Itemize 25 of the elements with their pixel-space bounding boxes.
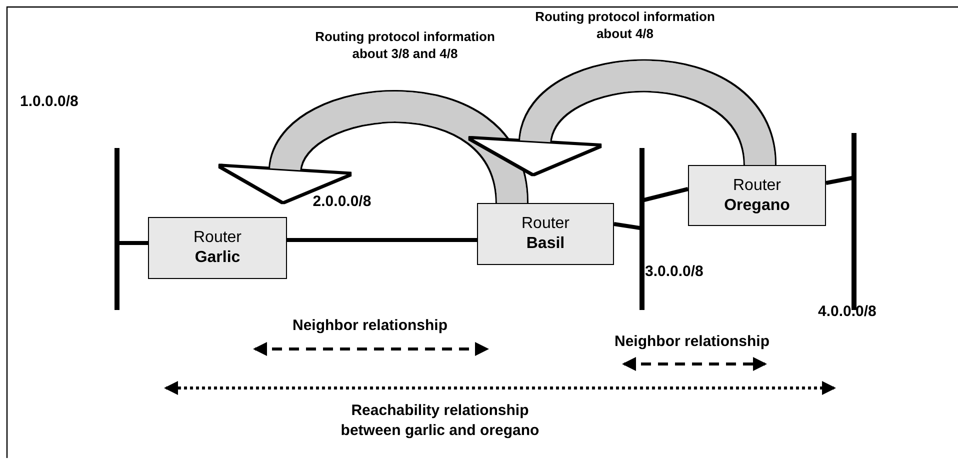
network-segment bbox=[114, 148, 120, 310]
router-label: Router bbox=[193, 228, 242, 248]
router-box bbox=[688, 165, 826, 226]
router-box bbox=[477, 203, 614, 265]
relationship-label: Reachability relationship between garlic and oregano bbox=[340, 401, 540, 441]
network-link bbox=[826, 176, 852, 185]
router-box bbox=[148, 217, 287, 279]
relationship-label: Neighbor relationship bbox=[613, 332, 770, 352]
router-name: Basil bbox=[526, 234, 565, 254]
network-link bbox=[644, 187, 688, 202]
curved-block-arrow bbox=[222, 92, 527, 206]
network-link bbox=[614, 222, 640, 230]
network-link bbox=[287, 238, 477, 242]
router-name: Garlic bbox=[194, 248, 240, 268]
router-name: Oregano bbox=[724, 196, 790, 216]
network-address: 4.0.0.0/8 bbox=[818, 302, 876, 322]
relationship-label: Neighbor relationship bbox=[291, 316, 448, 336]
curved-block-arrow bbox=[472, 60, 775, 174]
router-label: Router bbox=[732, 176, 782, 196]
network-link bbox=[119, 241, 148, 245]
network-address: 2.0.0.0/8 bbox=[312, 192, 372, 212]
network-segment bbox=[640, 148, 644, 310]
network-address: 3.0.0.0/8 bbox=[645, 262, 704, 282]
network-address: 1.0.0.0/8 bbox=[20, 92, 78, 112]
router-label: Router bbox=[521, 214, 570, 234]
